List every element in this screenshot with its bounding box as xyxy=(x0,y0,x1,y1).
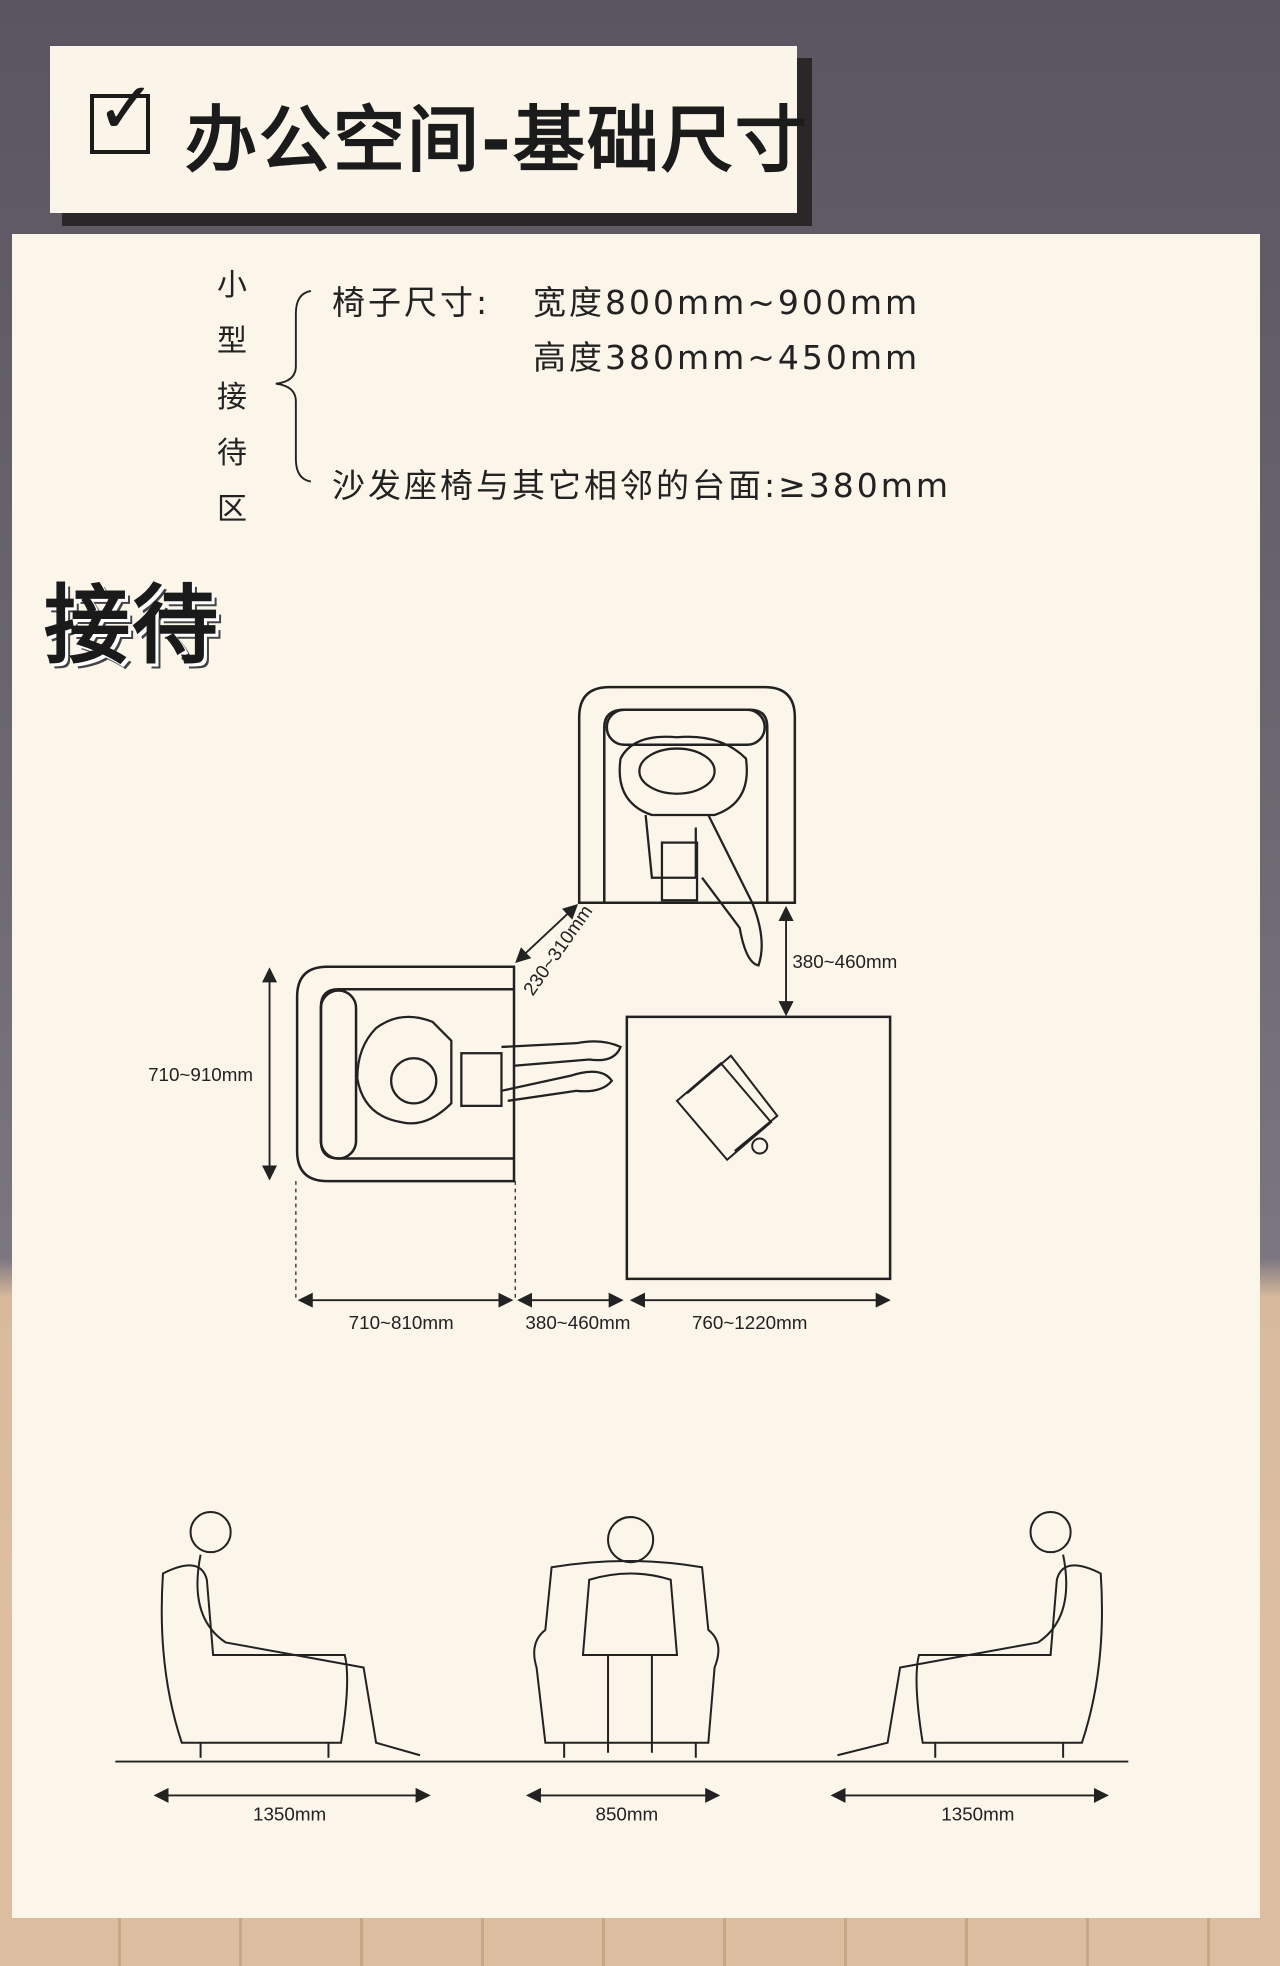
chair-width-spec: 宽度800mm~900mm xyxy=(533,283,921,322)
dimension-lines xyxy=(262,903,891,1308)
chair-to-table-label: 380~460mm xyxy=(792,951,897,972)
center-width-label: 850mm xyxy=(595,1803,658,1824)
brace xyxy=(275,290,312,483)
left-width-label: 1350mm xyxy=(253,1803,326,1824)
chair-width-label: 710~810mm xyxy=(349,1312,454,1333)
armchair-side-right xyxy=(837,1511,1103,1758)
clearance-spec: 沙发座椅与其它相邻的台面:≥380mm xyxy=(332,466,952,505)
left-armchair xyxy=(295,965,516,1183)
seated-person-top xyxy=(618,735,763,967)
top-armchair xyxy=(577,685,797,905)
seated-person-left xyxy=(356,1015,622,1125)
coffee-table xyxy=(625,1015,892,1281)
page-title: 办公空间-基础尺寸 xyxy=(185,98,809,182)
gap-label: 380~460mm xyxy=(525,1312,630,1333)
depth-label: 710~910mm xyxy=(148,1064,253,1085)
checkbox-icon: ✓ xyxy=(90,72,156,154)
magazines-icon xyxy=(675,1054,779,1162)
section-heading: 接待 xyxy=(44,576,220,676)
table-width-label: 760~1220mm xyxy=(692,1312,807,1333)
right-width-label: 1350mm xyxy=(941,1803,1014,1824)
chair-size-label: 椅子尺寸: xyxy=(332,283,491,322)
chair-height-spec: 高度380mm~450mm xyxy=(533,338,921,377)
armchair-front xyxy=(533,1516,720,1758)
armchair-side-left xyxy=(160,1511,421,1758)
diagonal-gap-label: 230~310mm xyxy=(519,901,596,999)
title-card: ✓ 办公空间-基础尺寸 xyxy=(50,46,807,213)
section-label: 小型接待区 xyxy=(217,268,247,527)
